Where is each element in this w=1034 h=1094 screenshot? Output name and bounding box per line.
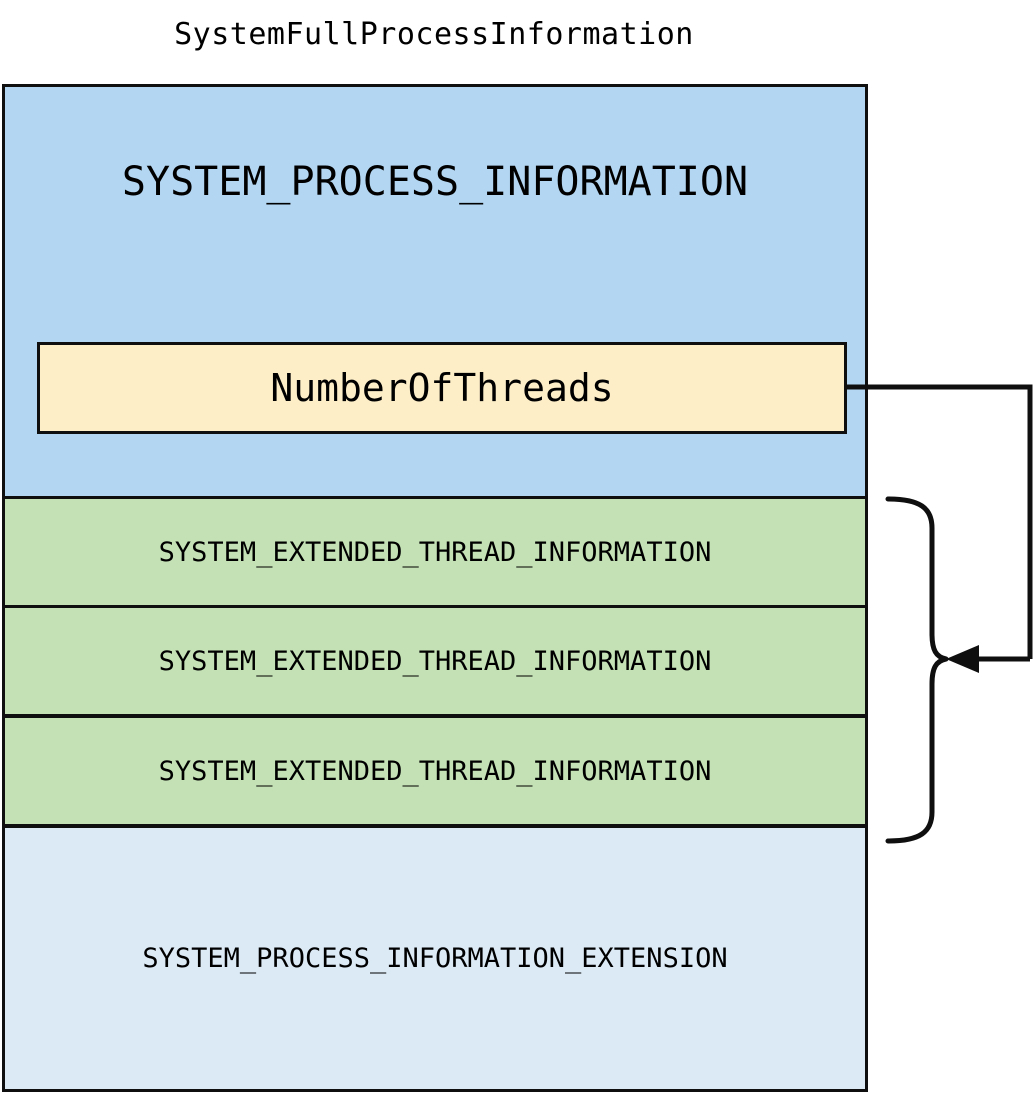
- structure-column: SYSTEM_PROCESS_INFORMATION NumberOfThrea…: [2, 84, 868, 1092]
- band-label-thread-3: SYSTEM_EXTENDED_THREAD_INFORMATION: [158, 755, 712, 787]
- band-label-system-process-information: SYSTEM_PROCESS_INFORMATION: [121, 159, 749, 205]
- band-label-thread-2: SYSTEM_EXTENDED_THREAD_INFORMATION: [158, 645, 712, 677]
- band-system-process-information: SYSTEM_PROCESS_INFORMATION NumberOfThrea…: [2, 84, 868, 499]
- diagram-title: SystemFullProcessInformation: [174, 17, 694, 52]
- band-system-process-information-extension: SYSTEM_PROCESS_INFORMATION_EXTENSION: [2, 825, 868, 1092]
- arrow-head-left-icon: [946, 645, 979, 673]
- field-label-number-of-threads: NumberOfThreads: [270, 366, 614, 410]
- thread-array-brace: [885, 496, 949, 844]
- field-number-of-threads: NumberOfThreads: [37, 342, 847, 434]
- band-system-extended-thread-information-1: SYSTEM_EXTENDED_THREAD_INFORMATION: [2, 496, 868, 608]
- band-label-thread-1: SYSTEM_EXTENDED_THREAD_INFORMATION: [158, 536, 712, 568]
- threads-count-connector-line: [844, 384, 1033, 659]
- band-label-extension: SYSTEM_PROCESS_INFORMATION_EXTENSION: [142, 943, 728, 974]
- band-system-extended-thread-information-3: SYSTEM_EXTENDED_THREAD_INFORMATION: [2, 715, 868, 827]
- band-system-extended-thread-information-2: SYSTEM_EXTENDED_THREAD_INFORMATION: [2, 605, 868, 717]
